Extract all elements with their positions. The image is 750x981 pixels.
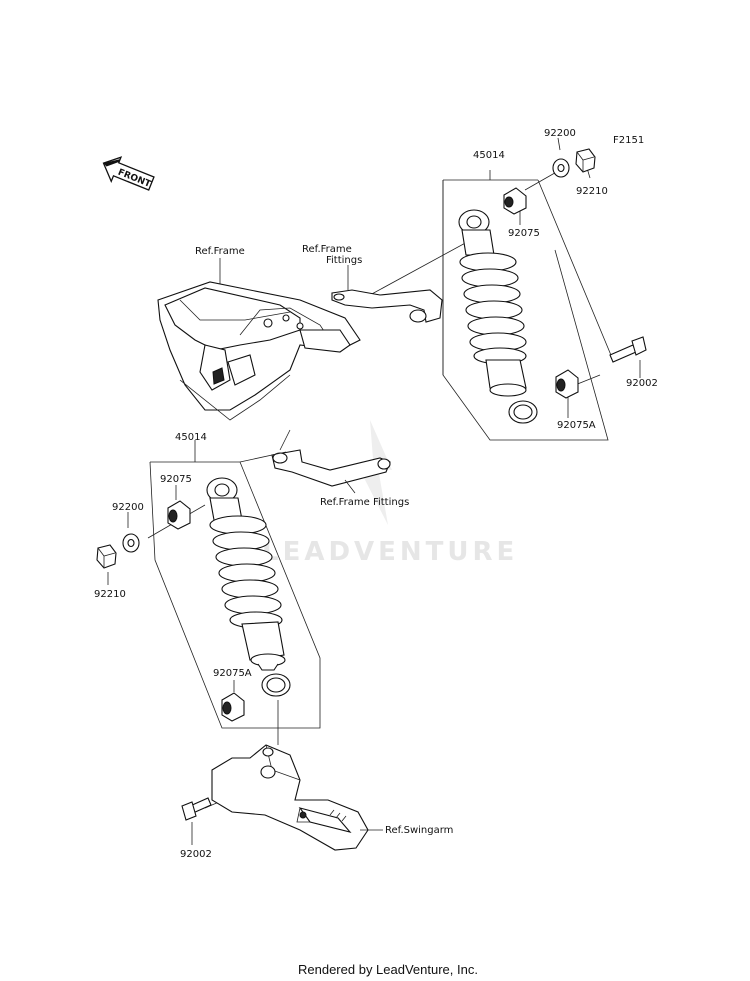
label-ref-frame-fittings-line1: Ref.Frame bbox=[302, 244, 352, 255]
nut-92210-lower bbox=[96, 544, 117, 569]
label-92210-lower: 92210 bbox=[94, 589, 126, 600]
frame-fittings-lower: Ref.Frame Fittings bbox=[271, 449, 409, 508]
lower-shock-spring bbox=[209, 515, 283, 629]
footer-credit: Rendered by LeadVenture, Inc. bbox=[298, 962, 478, 977]
label-ref-swingarm: Ref.Swingarm bbox=[385, 825, 453, 836]
front-arrow-icon: FRONT bbox=[102, 156, 155, 191]
lower-shock-body bbox=[241, 621, 285, 661]
label-92075-lower: 92075 bbox=[160, 474, 192, 485]
label-ref-frame-fittings-lower: Ref.Frame Fittings bbox=[320, 497, 409, 508]
lower-bushing-92075A bbox=[221, 692, 245, 722]
label-ref-frame-fittings-line2: Fittings bbox=[326, 255, 362, 266]
upper-bushing-92075 bbox=[503, 187, 527, 215]
lower-shock-group: 45014 92075 92200 92210 92075A 92002 bbox=[94, 432, 321, 860]
label-92075A-upper: 92075A bbox=[557, 420, 596, 431]
upper-shock-group: 45014 92200 92210 92075 92002 92075A bbox=[369, 128, 658, 441]
bolt-92002-lower bbox=[181, 797, 212, 821]
label-92075A-lower: 92075A bbox=[213, 668, 252, 679]
frame-fittings-upper: Ref.Frame Fittings bbox=[302, 244, 443, 323]
label-ref-frame: Ref.Frame bbox=[195, 246, 245, 257]
nut-92210-upper bbox=[575, 148, 596, 173]
washer-92200-upper bbox=[552, 158, 570, 178]
label-92002-upper: 92002 bbox=[626, 378, 658, 389]
watermark: LEADVENTURE bbox=[262, 420, 518, 567]
swingarm-reference: Ref.Swingarm bbox=[211, 744, 453, 851]
watermark-text: LEADVENTURE bbox=[262, 537, 518, 567]
label-92075-upper: 92075 bbox=[508, 228, 540, 239]
label-92200-upper: 92200 bbox=[544, 128, 576, 139]
label-45014-upper: 45014 bbox=[473, 150, 505, 161]
upper-shock-spring bbox=[459, 252, 527, 365]
washer-92200-lower bbox=[122, 533, 140, 553]
label-92200-lower: 92200 bbox=[112, 502, 144, 513]
label-45014-lower: 45014 bbox=[175, 432, 207, 443]
bolt-92002-upper bbox=[609, 336, 647, 363]
label-92002-lower: 92002 bbox=[180, 849, 212, 860]
figure-code: F2151 bbox=[613, 135, 644, 146]
lower-bushing-92075 bbox=[167, 500, 191, 530]
upper-bushing-92075A bbox=[555, 369, 579, 399]
frame-reference: Ref.Frame bbox=[157, 246, 361, 451]
upper-shock-body bbox=[485, 359, 527, 389]
label-92210-upper: 92210 bbox=[576, 186, 608, 197]
